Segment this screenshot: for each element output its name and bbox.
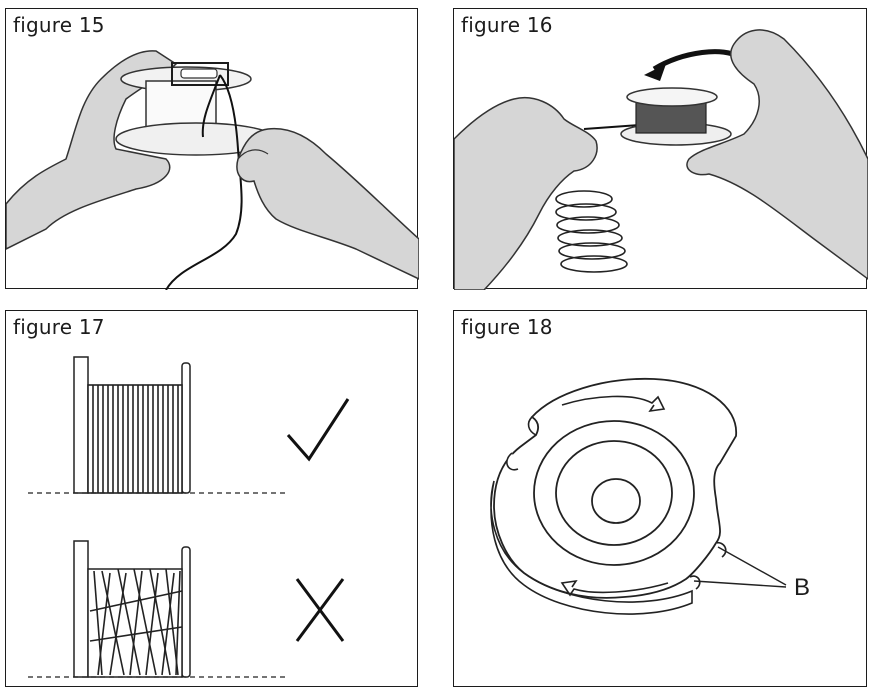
right-hand-icon xyxy=(686,29,868,280)
rotation-arrow-icon xyxy=(652,49,741,72)
spool-outer-ring xyxy=(533,420,695,566)
direction-arrow-top-icon xyxy=(561,395,666,413)
trimmer-line xyxy=(165,74,243,290)
spool-disk-outline xyxy=(493,377,737,599)
incorrect-winding-spool xyxy=(73,540,191,678)
figure-16-caption: figure 16 xyxy=(461,13,553,37)
left-hand-icon xyxy=(454,97,598,290)
figure-18-illustration: B xyxy=(490,377,810,615)
figure-18-panel: figure 18 B xyxy=(453,310,867,687)
spool-slot-highlight xyxy=(171,62,229,86)
spool-notches xyxy=(506,416,727,590)
correct-winding-spool xyxy=(73,356,191,494)
check-icon xyxy=(286,398,350,462)
figure-17-caption: figure 17 xyxy=(13,315,105,339)
spool-hub xyxy=(591,478,641,524)
figure-15-caption: figure 15 xyxy=(13,13,105,37)
figure-15-panel: figure 15 xyxy=(5,8,419,290)
spool-middle-ring xyxy=(555,440,673,546)
figure-16-illustration xyxy=(454,29,868,290)
figure-16-panel: figure 16 xyxy=(453,8,868,290)
coiled-line xyxy=(555,190,628,273)
spool-top-plate xyxy=(626,87,718,107)
figure-15-illustration xyxy=(6,50,419,290)
figure-17-panel: figure 17 xyxy=(5,310,418,687)
cross-icon xyxy=(295,578,345,642)
direction-arrow-bottom-icon xyxy=(560,579,669,597)
figure-17-illustration xyxy=(28,356,350,678)
spool-disk-side xyxy=(490,480,693,615)
label-b-leader-2 xyxy=(693,580,787,588)
label-b-leader-1 xyxy=(717,546,787,586)
label-b: B xyxy=(794,574,810,601)
figure-18-caption: figure 18 xyxy=(461,315,553,339)
